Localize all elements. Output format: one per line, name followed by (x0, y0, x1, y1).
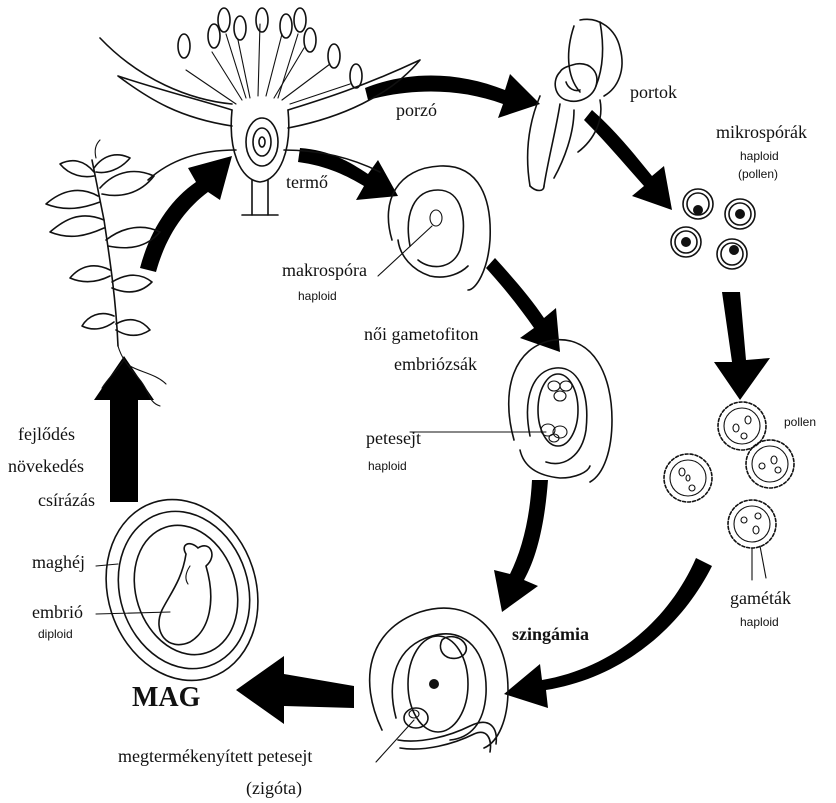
label-mikrosporak-haploid: haploid (740, 149, 779, 163)
arrow-macrospore-to-gametophyte (486, 258, 560, 352)
label-zigota: (zigóta) (246, 778, 302, 799)
label-porzo: porzó (396, 100, 437, 120)
pollen-grain (728, 500, 776, 548)
label-petesejt: petesejt (366, 428, 421, 448)
label-embrio-diploid: diploid (38, 627, 73, 641)
label-noi-gametofiton: női gametofiton (364, 324, 478, 344)
label-pollen: pollen (784, 415, 816, 429)
pollen-grain (746, 440, 794, 488)
label-fejlodes: fejlődés (18, 424, 75, 444)
label-petesejt-haploid: haploid (368, 459, 407, 473)
arrow-eggcell-to-zygote (494, 480, 548, 612)
arrow-microspores-to-pollen (714, 292, 770, 400)
seed-illustration (83, 480, 281, 701)
anther-illustration (528, 19, 622, 190)
label-mikrosporak-pollen: (pollen) (738, 167, 778, 181)
arrow-seed-to-seedling (94, 356, 154, 502)
label-csirazas: csírázás (38, 490, 95, 510)
label-maghej: maghéj (32, 552, 85, 572)
label-embriozsak: embriózsák (394, 354, 477, 374)
label-mikrosporak: mikrospórák (716, 122, 807, 142)
pollen-grain (664, 454, 712, 502)
microspores-illustration (671, 189, 755, 269)
label-termo: termő (286, 172, 328, 192)
ovule-zygote-illustration (370, 608, 508, 762)
ovule-macrospore-illustration (378, 166, 490, 290)
label-gametak-haploid: haploid (740, 615, 779, 629)
label-makrospora: makrospóra (282, 260, 367, 280)
label-megtermekenyitett: megtermékenyített petesejt (118, 746, 312, 766)
pollen-grains-illustration (664, 402, 794, 580)
label-szingamia: szingámia (512, 624, 589, 644)
label-mag: MAG (132, 682, 201, 713)
arrow-anther-to-microspores (584, 110, 672, 210)
arrow-flower-to-anther (365, 74, 540, 118)
label-novekedes: növekedés (8, 456, 84, 476)
label-makrospora-haploid: haploid (298, 289, 337, 303)
label-embrio: embrió (32, 602, 83, 622)
label-gametak: gaméták (730, 588, 791, 608)
arrow-seedling-to-flower (140, 156, 232, 272)
cycle-arrows (94, 74, 770, 724)
label-portok: portok (630, 82, 677, 102)
arrow-zygote-to-seed (236, 656, 354, 724)
